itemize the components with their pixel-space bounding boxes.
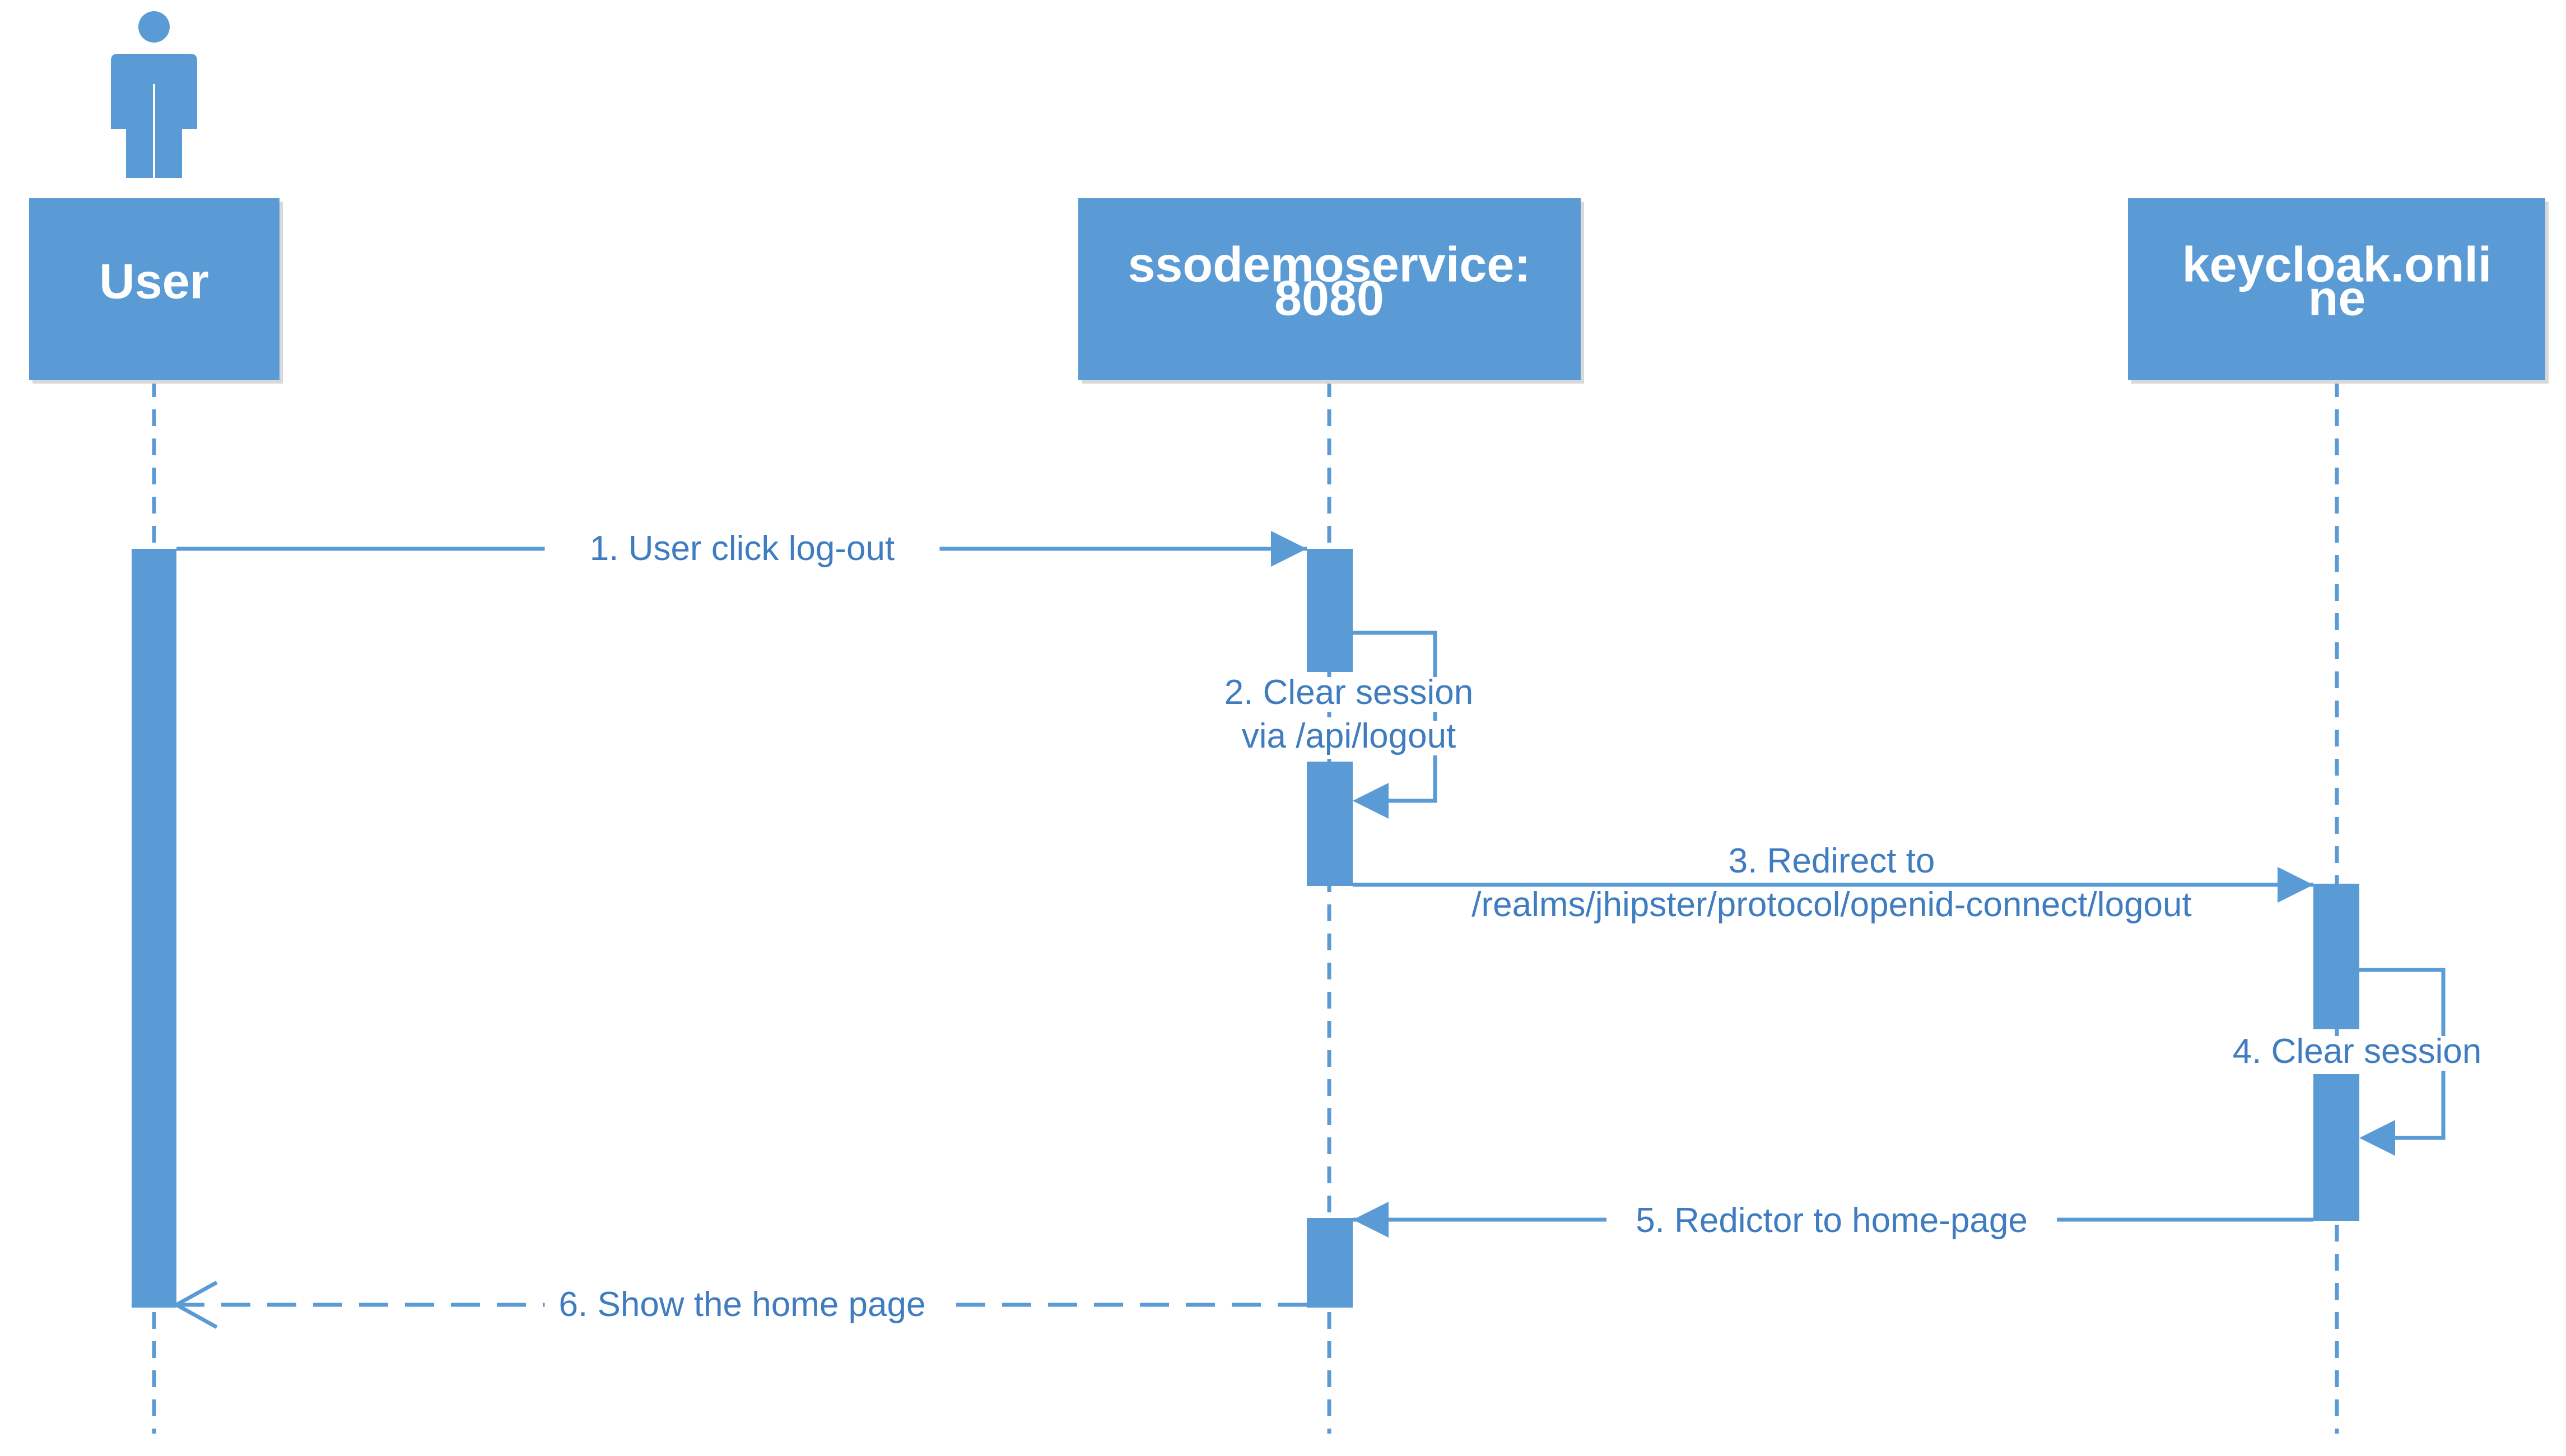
message-3-label: 3. Redirect to/realms/jhipster/protocol/… — [1471, 842, 2192, 924]
message-2-label-line: 2. Clear session — [1224, 673, 1474, 712]
participant-box-ssodemoservice — [1078, 198, 1581, 380]
person-icon — [111, 11, 197, 178]
message-5-arrowhead — [1353, 1202, 1389, 1238]
activation-bars — [132, 549, 2359, 1308]
activation-bar-ssodemoservice — [1307, 549, 1353, 672]
participant-label-ssodemoservice: ssodemoservice:8080 — [1128, 237, 1530, 326]
message-5-label-line: 5. Redictor to home-page — [1636, 1201, 2028, 1240]
participant-label-user: User — [99, 254, 209, 309]
message-3-label-backing — [1394, 889, 2270, 924]
activation-bar-ssodemoservice — [1307, 762, 1353, 886]
participant-label-ssodemoservice-line: ssodemoservice: — [1128, 237, 1530, 292]
participant-label-user-line: User — [99, 254, 209, 309]
message-4-label-line: 4. Clear session — [2233, 1032, 2482, 1071]
message-2-label-line: via /api/logout — [1242, 717, 1456, 755]
message-3-label-line: 3. Redirect to — [1729, 842, 1935, 880]
message-2-line — [1353, 631, 1437, 803]
participant-box-user — [29, 198, 280, 380]
participant-label-ssodemoservice-line: 8080 — [1274, 270, 1384, 326]
activation-bar-user — [132, 549, 176, 1308]
message-4-label: 4. Clear session — [2233, 1032, 2482, 1071]
message-3-arrowhead — [2278, 867, 2313, 903]
activation-bar-ssodemoservice — [1307, 1218, 1353, 1308]
activation-bar-keycloak — [2313, 884, 2359, 1029]
message-2-label-backing — [1207, 721, 1491, 755]
participant-label-keycloak-line: keycloak.onli — [2182, 237, 2492, 292]
participant-label-keycloak-line: ne — [2308, 270, 2366, 326]
message-3-label-backing — [1699, 846, 1964, 880]
message-6-label-backing — [544, 1289, 940, 1324]
message-5-label: 5. Redictor to home-page — [1636, 1201, 2028, 1240]
message-2-arrowhead — [1353, 783, 1389, 819]
message-1-label-line: 1. User click log-out — [590, 529, 895, 568]
message-4-arrowhead — [2359, 1120, 2395, 1156]
message-5-label-backing — [1606, 1205, 2057, 1240]
messages: 1. User click log-out 2. Clear session via… — [172, 529, 2508, 1329]
message-2-label-backing — [1198, 677, 1500, 712]
activation-bar-keycloak — [2313, 1074, 2359, 1221]
message-6-label-line: 6. Show the home page — [559, 1285, 926, 1324]
message-1-arrowhead — [1271, 531, 1307, 567]
message-2-label: 2. Clear session via /api/logout — [1224, 673, 1474, 755]
message-1-label: 1. User click log-out — [590, 529, 895, 568]
message-3-label-line: /realms/jhipster/protocol/openid-connect… — [1471, 885, 2192, 924]
person-head — [138, 11, 170, 43]
message-6-label: 6. Show the home page — [559, 1285, 926, 1324]
participant-box-keycloak — [2128, 198, 2545, 380]
message-4-label-backing — [2206, 1036, 2508, 1071]
message-1-label-backing — [544, 533, 940, 568]
message-6-arrowhead — [172, 1280, 218, 1329]
